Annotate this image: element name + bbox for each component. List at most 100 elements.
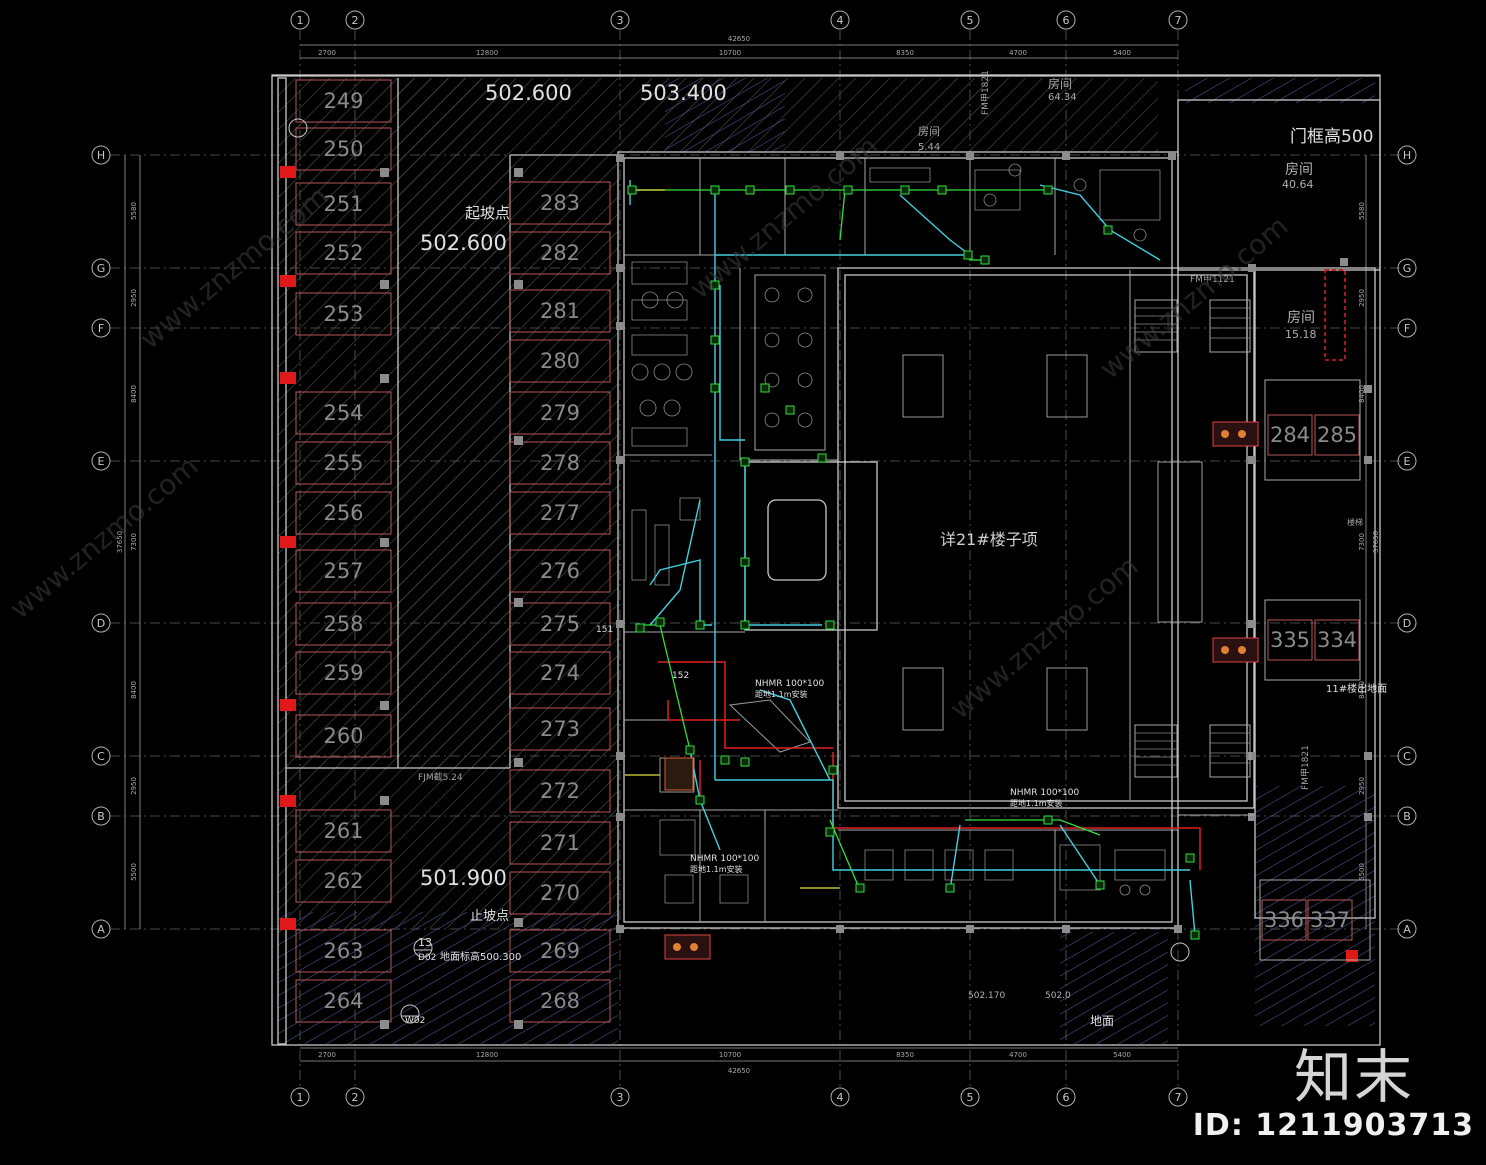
- dimension-lines: [124, 44, 1381, 1062]
- right-stall-5: [1307, 899, 1353, 941]
- device-symbol-34: [695, 620, 705, 630]
- left-stall-label-13: 262: [323, 869, 363, 893]
- mid-stall-label-0: 283: [540, 191, 580, 215]
- device-symbol-2: [745, 185, 755, 195]
- dim-bottom-6: 5400: [1113, 1051, 1131, 1059]
- mid-stall-4: [509, 391, 611, 435]
- mid-stall-8: [509, 602, 611, 646]
- axis-2-top: 2: [352, 14, 359, 27]
- mid-stall-label-3: 280: [540, 349, 580, 373]
- device-symbol-13: [817, 453, 827, 463]
- right-stall-label-4: 336: [1264, 908, 1304, 932]
- cable2-label: NHMR 100*100: [1010, 788, 1080, 798]
- axis-7-top: 7: [1175, 14, 1182, 27]
- mid-stall-14: [509, 929, 611, 973]
- device-symbol-25: [1095, 880, 1105, 890]
- center-building-label: 详21#楼子项: [940, 530, 1038, 549]
- mid-stall-11: [509, 769, 611, 813]
- room-top2-area: 5.44: [918, 142, 940, 153]
- device-symbol-31: [695, 795, 705, 805]
- mid-stall-label-14: 269: [540, 939, 580, 963]
- device-symbol-30: [1103, 225, 1113, 235]
- dim-texts-right: 5580 2950 8400 7300 8400 2950 5500 37650: [1358, 202, 1380, 881]
- room-top-area: 64.34: [1048, 92, 1077, 103]
- axis-labels-left: H G F E D C B A: [97, 149, 106, 936]
- elev-bottom: 501.900: [420, 866, 507, 890]
- device-symbol-27: [1190, 930, 1200, 940]
- axis-5-top: 5: [967, 14, 974, 27]
- device-symbol-33: [825, 620, 835, 630]
- fm-right-label: FM甲1821: [1300, 745, 1311, 790]
- device-symbol-22: [855, 883, 865, 893]
- axis-D-left: D: [97, 617, 105, 630]
- mid-stall-label-12: 271: [540, 831, 580, 855]
- mid-stall-label-2: 281: [540, 299, 580, 323]
- axis-bubbles-bottom: [290, 1087, 1188, 1107]
- mid-stall-2: [509, 289, 611, 333]
- left-stall-13: [295, 859, 392, 903]
- left-stall-14: [295, 929, 392, 973]
- mid-stall-0: [509, 181, 611, 225]
- device-symbol-16: [655, 617, 665, 627]
- axis-7-bottom: 7: [1175, 1091, 1182, 1104]
- mid-stall-label-4: 279: [540, 401, 580, 425]
- axis-D-right: D: [1403, 617, 1411, 630]
- device-symbol-23: [945, 883, 955, 893]
- axis-4-bottom: 4: [837, 1091, 844, 1104]
- right-stall-1: [1314, 414, 1360, 456]
- left-stall-label-0: 249: [323, 89, 363, 113]
- dim-left-4: 7300: [130, 533, 138, 551]
- dim-left-7: 5500: [130, 863, 138, 881]
- device-symbol-17: [635, 623, 645, 633]
- left-stall-label-14: 263: [323, 939, 363, 963]
- mid-stall-label-9: 274: [540, 661, 580, 685]
- dim-bottom-1: 2700: [318, 1051, 336, 1059]
- mid-stall-label-11: 272: [540, 779, 580, 803]
- height-note: 门框高500: [1290, 127, 1373, 147]
- mid-stall-12: [509, 821, 611, 865]
- left-stall-8: [295, 549, 392, 593]
- device-symbols: [627, 185, 1200, 940]
- left-stall-0: [295, 79, 392, 123]
- axis-bubbles-left: [91, 145, 111, 939]
- axis-6-top: 6: [1063, 14, 1070, 27]
- dim-texts-left: 5580 2950 8400 7300 8400 2950 5500 37650: [116, 202, 138, 881]
- mid-stall-3: [509, 339, 611, 383]
- dim-top-total: 42650: [728, 35, 750, 43]
- device-symbol-35: [720, 755, 730, 765]
- dim-top-4: 8350: [896, 49, 914, 57]
- dim-top-1: 2700: [318, 49, 336, 57]
- label-151: 151: [596, 625, 613, 635]
- label-152: 152: [672, 671, 689, 681]
- fm-top-label: FM甲1821: [980, 70, 991, 115]
- left-stall-label-3: 252: [323, 241, 363, 265]
- device-symbol-3: [785, 185, 795, 195]
- room-right-top-label: 房间: [1285, 162, 1313, 178]
- device-symbol-29: [980, 255, 990, 265]
- dim-top-2: 12800: [476, 49, 498, 57]
- right-stall-label-5: 337: [1310, 908, 1350, 932]
- wiring-yellow: [625, 189, 840, 889]
- axis-G-left: G: [97, 262, 106, 275]
- elev-start: 502.600: [420, 231, 507, 255]
- watermark-site-3: www.znzmo.com: [683, 129, 884, 305]
- axis-F-right: F: [1404, 322, 1410, 335]
- axis-6-bottom: 6: [1063, 1091, 1070, 1104]
- device-symbol-24: [1043, 815, 1053, 825]
- dim-right-total: 37650: [1372, 531, 1380, 553]
- left-stall-label-1: 250: [323, 137, 363, 161]
- axis-1-bottom: 1: [297, 1091, 304, 1104]
- end-point-label: 止坡点: [470, 909, 509, 924]
- dim-bottom-2: 12800: [476, 1051, 498, 1059]
- mid-stall-label-5: 278: [540, 451, 580, 475]
- left-stall-11: [295, 714, 392, 758]
- left-stall-6: [295, 441, 392, 485]
- dim-top-5: 4700: [1009, 49, 1027, 57]
- stair-treads: [1135, 307, 1250, 766]
- mid-stall-13: [509, 871, 611, 915]
- building-11-label: 11#楼出地面: [1326, 682, 1387, 695]
- axis-2-bottom: 2: [352, 1091, 359, 1104]
- mid-stall-label-8: 275: [540, 612, 580, 636]
- dim-502-170: 502.170: [968, 991, 1005, 1001]
